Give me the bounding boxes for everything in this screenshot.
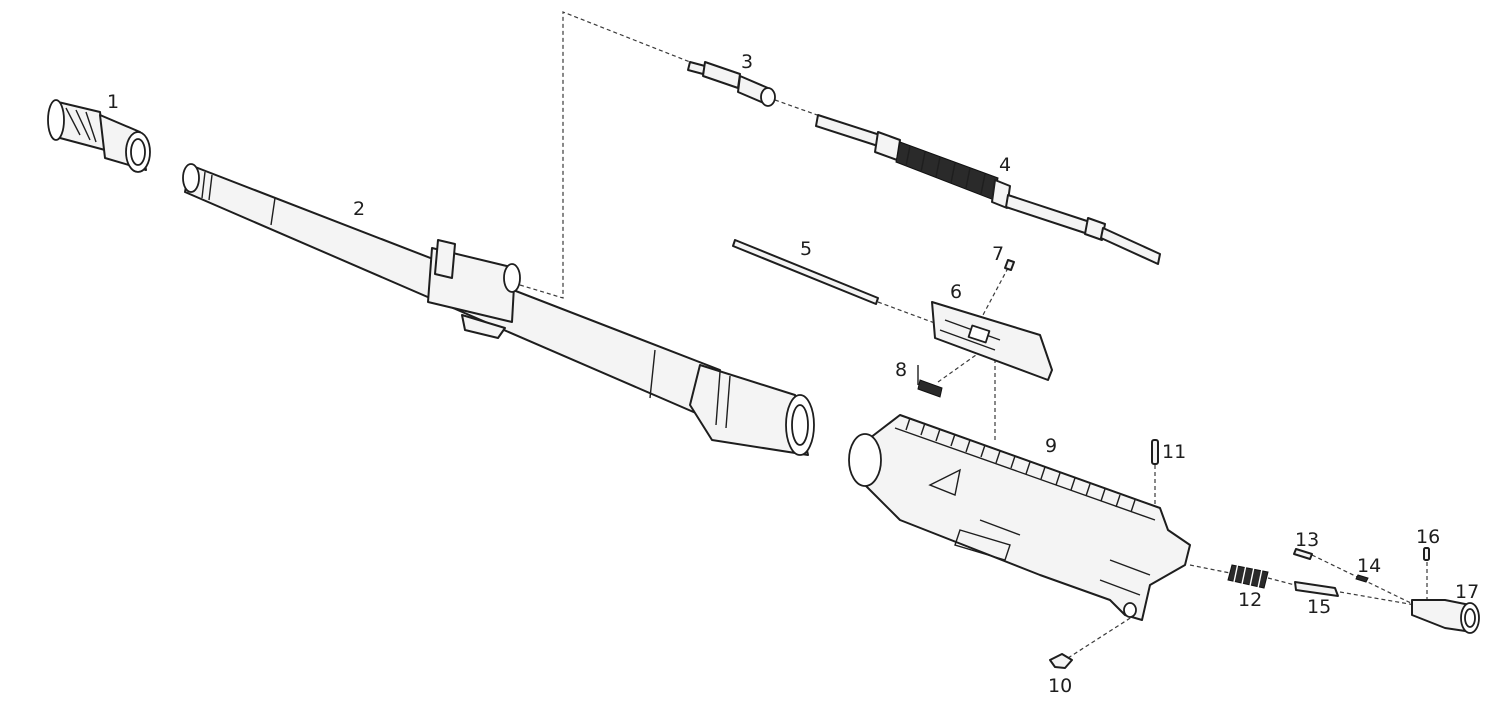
callout-8: 8 <box>895 359 907 381</box>
part-10-latch <box>1049 653 1073 669</box>
leader-5-to-6 <box>877 301 941 326</box>
part-17-forward-assist <box>1411 599 1480 634</box>
part-8-spring <box>917 365 943 398</box>
part-4-spring-assembly <box>815 114 1161 265</box>
callout-16: 16 <box>1416 526 1440 548</box>
part-16-pin <box>1423 547 1430 561</box>
leader-8-to-6 <box>937 344 991 383</box>
callout-7: 7 <box>992 243 1004 265</box>
callout-6: 6 <box>950 281 962 303</box>
callout-14: 14 <box>1357 555 1381 577</box>
callout-10: 10 <box>1048 675 1072 697</box>
callout-12: 12 <box>1238 589 1262 611</box>
leader-15-to-17 <box>1339 591 1416 606</box>
callout-9: 9 <box>1045 435 1057 457</box>
callout-4: 4 <box>999 154 1011 176</box>
callout-13: 13 <box>1295 529 1319 551</box>
part-3-bolt <box>687 61 776 107</box>
leader-12-to-15 <box>1267 577 1296 586</box>
callout-17: 17 <box>1455 581 1479 603</box>
part-7-pin <box>1004 259 1015 271</box>
callout-3: 3 <box>741 51 753 73</box>
part-12-spring <box>1227 562 1269 589</box>
leader-10-to-9 <box>1067 614 1136 659</box>
callout-5: 5 <box>800 238 812 260</box>
part-5-rod <box>732 239 879 305</box>
part-6-dust-cover <box>931 301 1053 381</box>
part-14-small-spring <box>1355 574 1369 583</box>
part-15-pawl <box>1294 581 1339 597</box>
leader-3-to-4 <box>774 99 821 117</box>
callout-labels: 1 2 3 4 5 6 7 8 9 10 11 12 13 14 15 16 1… <box>107 51 1479 697</box>
part-13-roll-pin <box>1293 548 1313 560</box>
callout-2: 2 <box>353 198 365 220</box>
part-9-upper-receiver <box>848 414 1191 621</box>
part-11-pin <box>1151 439 1159 465</box>
part-1-flash-hider <box>47 99 151 173</box>
leader-gasblock-to-carrier <box>519 11 691 299</box>
callout-11: 11 <box>1162 441 1186 463</box>
gas-block <box>427 239 521 339</box>
callout-1: 1 <box>107 91 119 113</box>
callout-15: 15 <box>1307 596 1331 618</box>
